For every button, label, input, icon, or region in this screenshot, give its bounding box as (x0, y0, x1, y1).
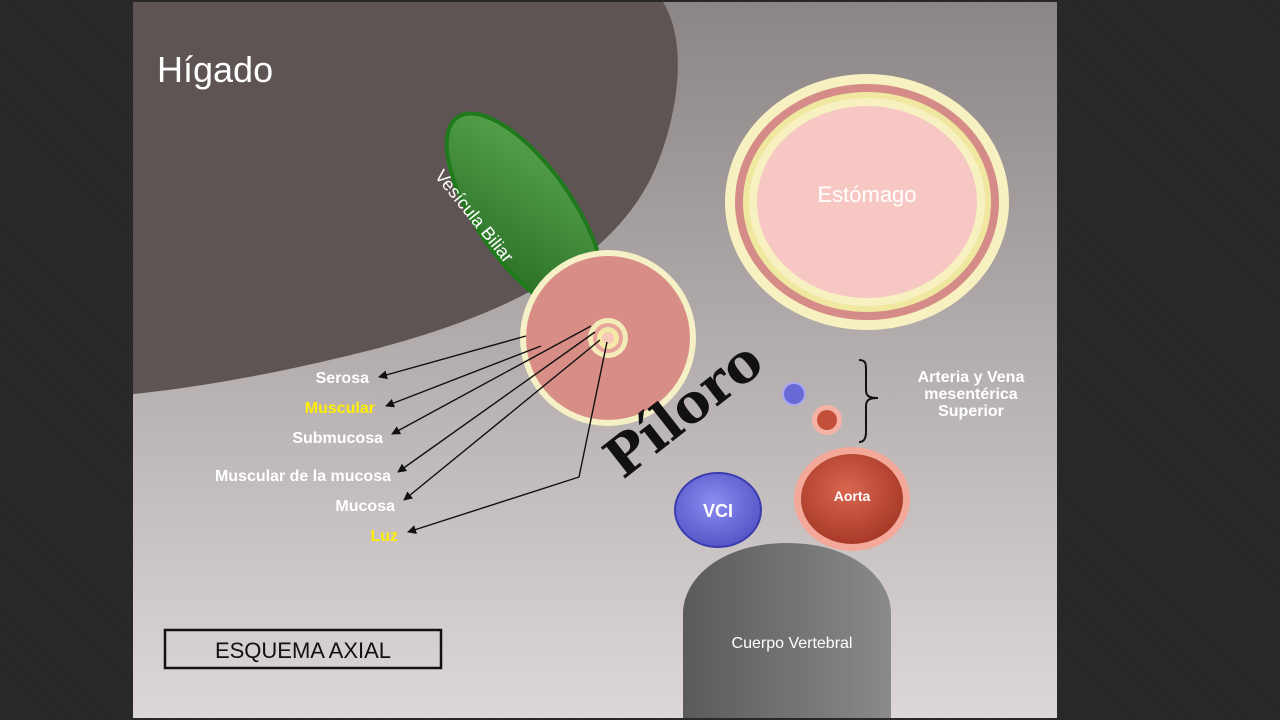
layer-label-luz: Luz (370, 528, 398, 545)
layer-label-serosa: Serosa (316, 370, 369, 387)
liver-shape (133, 2, 678, 394)
axial-diagram: Hígado Vesícula Biliar Estómago Píloro S… (133, 2, 1057, 718)
layer-arrows (378, 325, 608, 534)
arrow-muscular-mucosa (397, 331, 596, 473)
arrow-mucosa (403, 339, 601, 501)
vertebral-body-label: Cuerpo Vertebral (732, 635, 853, 652)
ivc-shape (674, 472, 762, 548)
stomach (725, 74, 1009, 330)
vessels-bracket (858, 359, 879, 443)
axial-diagram-slide: Hígado Vesícula Biliar Estómago Píloro S… (133, 2, 1057, 718)
ivc-label: VCI (703, 501, 733, 521)
aorta-shape (801, 454, 903, 544)
vessels-label-line-1: Arteria y Vena (918, 369, 1025, 386)
layer-label-muscular: Muscular (305, 400, 375, 417)
layer-label-submucosa: Submucosa (292, 430, 383, 447)
vessels-label: Arteria y Vena mesentérica Superior (918, 369, 1025, 420)
arrow-luz (407, 341, 608, 534)
layer-labels: Serosa Muscular Submucosa Muscular de la… (215, 370, 398, 545)
pylorus (520, 250, 696, 426)
vessels-label-line-2: mesentérica (924, 386, 1017, 403)
layer-label-mucosa: Mucosa (335, 498, 395, 515)
aorta-label: Aorta (834, 488, 871, 504)
caption-label: ESQUEMA AXIAL (215, 638, 391, 663)
vessels-label-line-3: Superior (938, 403, 1004, 420)
caption-box (163, 628, 443, 670)
liver-label: Hígado (157, 49, 273, 90)
layer-label-muscular-mucosa: Muscular de la mucosa (215, 468, 391, 485)
arrow-serosa (378, 335, 527, 380)
smv-vessel (782, 382, 806, 406)
sma-vessel-inner (817, 410, 837, 430)
arrow-muscular (385, 345, 542, 408)
vertebral-body-shape (683, 543, 891, 718)
arrow-submucosa (391, 325, 592, 435)
stomach-label: Estómago (817, 182, 916, 207)
